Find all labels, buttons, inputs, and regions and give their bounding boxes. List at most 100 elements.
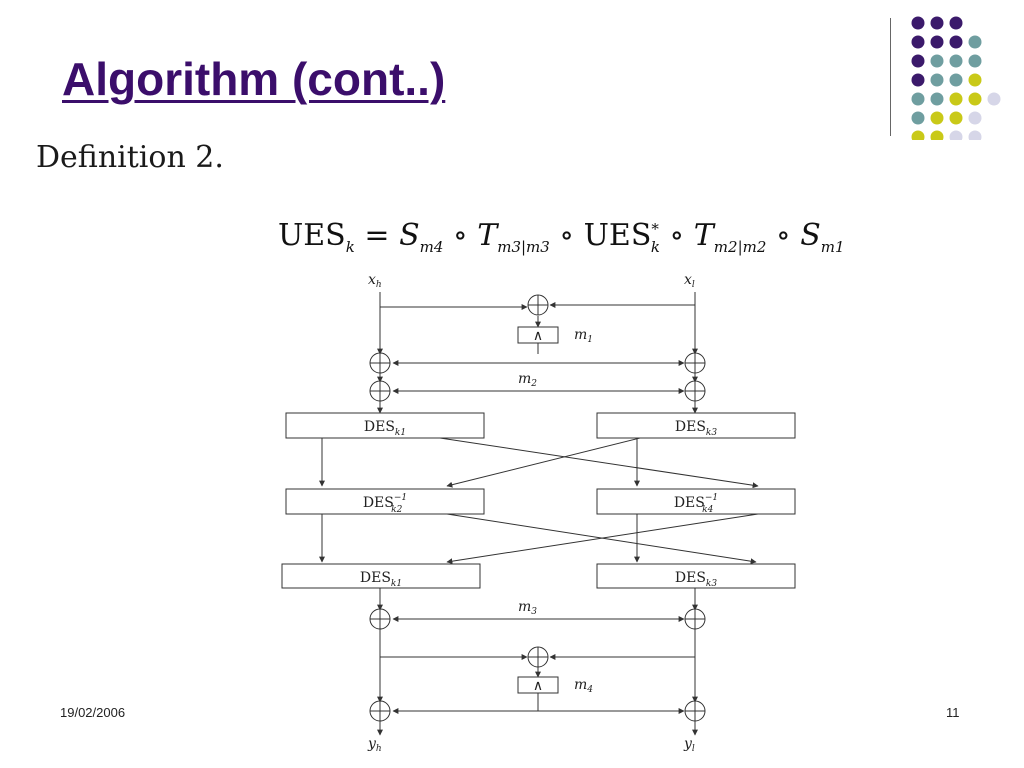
xor-node: [369, 352, 391, 374]
and-gate-m4: ∧: [517, 676, 559, 694]
decorative-dot: [968, 130, 982, 140]
mask-m2-sub: 2: [530, 379, 537, 389]
decorative-dot: [968, 73, 982, 87]
svg-text:yl: yl: [683, 736, 695, 754]
decorative-dot: [930, 111, 944, 125]
decorative-dot: [930, 130, 944, 140]
header-divider: [890, 18, 891, 136]
formula-term-s-m4-sub: m4: [419, 238, 444, 256]
xor-node: [684, 700, 706, 722]
xor-node: [684, 352, 706, 374]
formula-term-ues-star: UES: [583, 218, 652, 253]
xor-node: [369, 608, 391, 630]
svg-text:DESk3: DESk3: [675, 419, 718, 438]
mask-m3-label: m: [518, 599, 531, 615]
output-yh-sub: h: [376, 744, 382, 754]
svg-text:xh: xh: [368, 272, 382, 290]
decorative-dot-grid: [911, 16, 1001, 140]
xor-node: [684, 380, 706, 402]
des-key: k2: [391, 505, 402, 515]
output-yl-label: y: [683, 736, 693, 752]
decorative-dot: [949, 111, 963, 125]
formula-op: ∘: [559, 218, 575, 253]
svg-text:m2: m2: [518, 371, 537, 389]
footer-date: 19/02/2006: [60, 705, 126, 720]
formula-term-s-m1-sub: m1: [820, 238, 845, 256]
decorative-dot: [949, 35, 963, 49]
decorative-dot: [968, 111, 982, 125]
decorative-dot: [968, 54, 982, 68]
formula-lhs-sub: k: [345, 238, 355, 256]
mask-m4-label: m: [574, 677, 587, 693]
mask-m1-sub: 1: [587, 335, 593, 345]
svg-text:xl: xl: [684, 272, 695, 290]
decorative-dot: [911, 35, 925, 49]
des-key: k3: [706, 428, 717, 438]
mask-m4-sub: 4: [586, 685, 593, 695]
decorative-dot: [930, 16, 944, 30]
decorative-dot: [911, 54, 925, 68]
decorative-dot: [930, 92, 944, 106]
input-xl-sub: l: [692, 280, 695, 290]
formula-op: ∘: [775, 218, 791, 253]
mask-m2-label: m: [518, 371, 531, 387]
and-gate-m1: ∧: [517, 326, 559, 344]
des-inverse-sup: −1: [394, 493, 407, 503]
formula-op: ∘: [669, 218, 685, 253]
des-label: DES: [674, 495, 705, 511]
svg-text:m4: m4: [574, 677, 593, 695]
des-label: DES: [675, 419, 706, 435]
svg-text:yh: yh: [367, 736, 382, 754]
des-key: k1: [395, 428, 406, 438]
formula-term-t-m2: T: [693, 218, 714, 253]
decorative-dot: [968, 92, 982, 106]
input-xl-label: x: [684, 272, 692, 288]
page-number: 11: [946, 705, 960, 720]
des-key: k3: [706, 579, 717, 589]
xor-node: [527, 646, 549, 668]
definition-label: Definition 2.: [36, 140, 224, 175]
decorative-dot: [949, 92, 963, 106]
input-xh-sub: h: [376, 280, 382, 290]
svg-text:DESk1: DESk1: [364, 419, 406, 438]
decorative-dot: [930, 35, 944, 49]
formula-term-s-m1: S: [800, 218, 821, 253]
decorative-dot: [987, 92, 1001, 106]
svg-text:m1: m1: [574, 327, 593, 345]
decorative-dot: [949, 54, 963, 68]
des-box-k1-top: DESk1: [285, 412, 485, 439]
formula-equals: =: [364, 218, 390, 253]
slide-title: Algorithm (cont..): [62, 53, 446, 105]
mask-m3-sub: 3: [531, 607, 537, 617]
svg-text:DESk1: DESk1: [360, 570, 402, 589]
svg-text:DES−1k2: DES−1k2: [363, 493, 407, 515]
formula-term-s-m4: S: [399, 218, 420, 253]
and-symbol: ∧: [533, 328, 543, 344]
decorative-dot: [949, 73, 963, 87]
decorative-dot: [949, 16, 963, 30]
xor-node: [684, 608, 706, 630]
decorative-dot: [930, 54, 944, 68]
decorative-dot: [930, 73, 944, 87]
svg-text:m3: m3: [518, 599, 537, 617]
des-label: DES: [360, 570, 391, 586]
svg-text:DES−1k4: DES−1k4: [674, 493, 718, 515]
xor-node: [369, 380, 391, 402]
formula-op: ∘: [452, 218, 468, 253]
des-box-k3-top: DESk3: [596, 412, 796, 439]
decorative-dot: [911, 111, 925, 125]
formula-lhs: UES: [278, 218, 346, 253]
des-label: DES: [364, 419, 395, 435]
des-key: k1: [391, 579, 402, 589]
mask-m1-label: m: [574, 327, 587, 343]
formula-term-t-m3-sub: m3|m3: [497, 238, 550, 256]
decorative-dot: [968, 35, 982, 49]
xor-node: [369, 700, 391, 722]
formula-term-ues-star-sub: k: [650, 238, 660, 256]
decorative-dot: [911, 73, 925, 87]
decorative-dot: [911, 16, 925, 30]
input-xh-label: x: [368, 272, 376, 288]
decorative-dot: [949, 130, 963, 140]
